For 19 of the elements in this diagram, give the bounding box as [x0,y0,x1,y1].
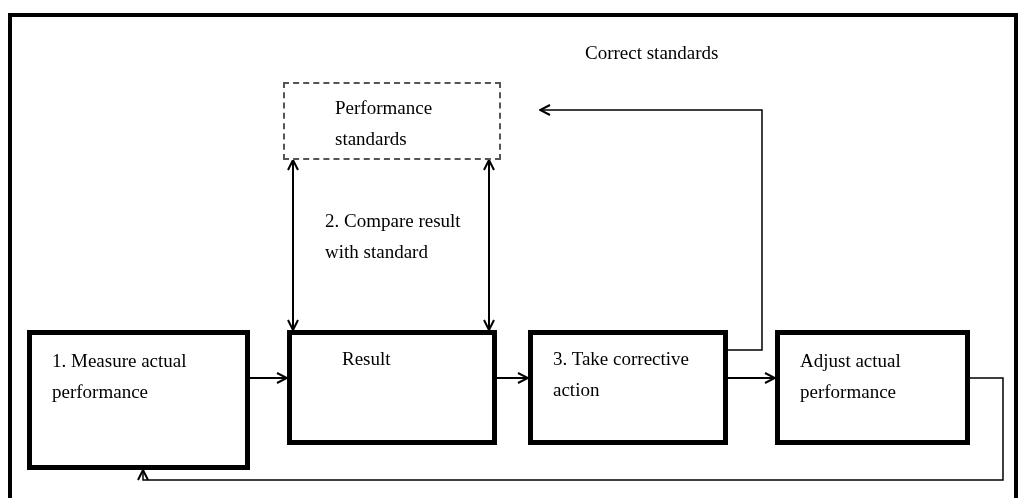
arrow [483,159,495,331]
step-label: 2. Compare result with standard [325,209,462,264]
node-text: Result [342,347,392,371]
process-box [775,330,970,445]
arrow [727,372,776,384]
arrow [249,372,288,384]
arrow [496,372,529,384]
arrow [539,104,763,351]
node-text: 3. Take corrective action [553,347,690,402]
node-text: Adjust actual performance [800,349,902,404]
standards-box [283,82,501,160]
result-box [287,330,497,445]
arrow [137,377,1004,481]
node-text: 1. Measure actual performance [52,349,188,404]
process-box [27,330,250,470]
node-text: Performance standards [335,96,434,151]
process-box [528,330,728,445]
annotation-text: Correct standards [585,41,720,65]
arrow [287,159,299,331]
